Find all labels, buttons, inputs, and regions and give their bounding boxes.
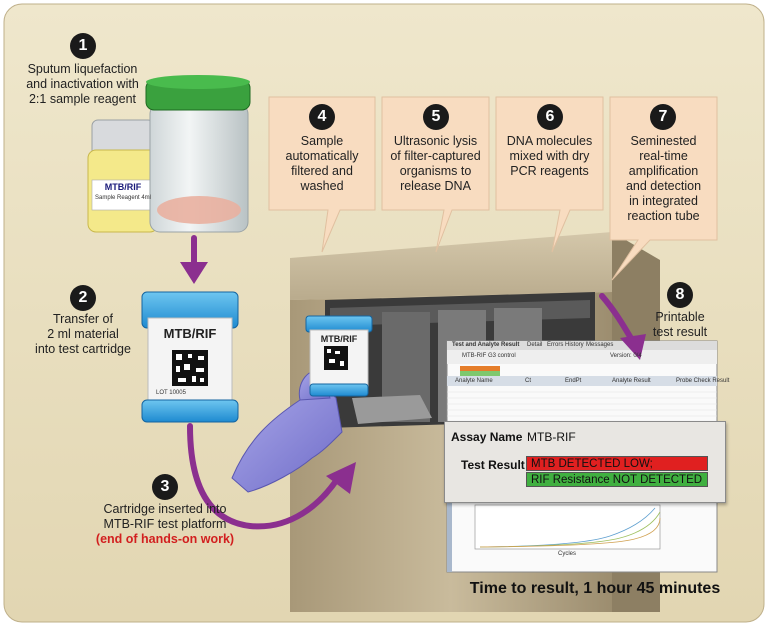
small-cartridge-label: MTB/RIF xyxy=(320,334,358,344)
screen-tab-messages: Messages xyxy=(586,342,614,348)
step-5-number: 5 xyxy=(423,104,449,130)
arrow-heads xyxy=(180,262,646,494)
screen-assay-line: MTB-RIF G3 control xyxy=(462,353,516,359)
step-6-number: 6 xyxy=(537,104,563,130)
step-8-number: 8 xyxy=(667,282,693,308)
step-7-number: 7 xyxy=(650,104,676,130)
screen-col-probe: Probe Check Result xyxy=(676,378,730,384)
screen-tab-detail: Detail xyxy=(527,342,543,348)
screen-col-ct: Ct xyxy=(525,378,531,384)
screen-x-axis-label: Cycles xyxy=(558,551,577,557)
screen-version: Version: 0/4 xyxy=(610,353,642,359)
time-to-result-title: Time to result, 1 hour 45 minutes xyxy=(469,580,721,597)
reagent-label-volume: Sample Reagent 4ml xyxy=(94,195,152,201)
step-3-number: 3 xyxy=(152,474,178,500)
result-mtb-detected: MTB DETECTED LOW; xyxy=(526,456,708,471)
result-rif-resistance: RIF Resistance NOT DETECTED xyxy=(526,472,708,487)
assay-name-label: Assay Name xyxy=(451,430,523,444)
sputum-sample-jar xyxy=(145,75,251,233)
screen-col-endpt: EndPt xyxy=(565,378,582,384)
sample-reagent-bottle xyxy=(87,119,159,233)
screen-tab-history: History xyxy=(565,342,584,348)
screen-col-analyte: Analyte Name xyxy=(455,378,493,384)
cartridge-label: MTB/RIF xyxy=(163,326,217,341)
step-1-number: 1 xyxy=(70,33,96,59)
screen-col-result: Analyte Result xyxy=(612,378,651,384)
screen-tab-results: Test and Analyte Result xyxy=(452,342,520,348)
test-cartridge xyxy=(141,291,239,423)
small-cartridge xyxy=(305,315,373,397)
test-result-label: Test Result xyxy=(461,458,525,472)
step-2-number: 2 xyxy=(70,285,96,311)
hands-on-note: (end of hands-on work) xyxy=(95,532,235,546)
screen-tab-errors: Errors xyxy=(547,342,564,348)
callout-boxes xyxy=(268,96,718,281)
assay-name-value: MTB-RIF xyxy=(527,430,576,444)
step-4-number: 4 xyxy=(309,104,335,130)
cartridge-lot-label: LOT 10005 xyxy=(156,390,186,396)
reagent-label-brand: MTB/RIF xyxy=(104,182,142,192)
